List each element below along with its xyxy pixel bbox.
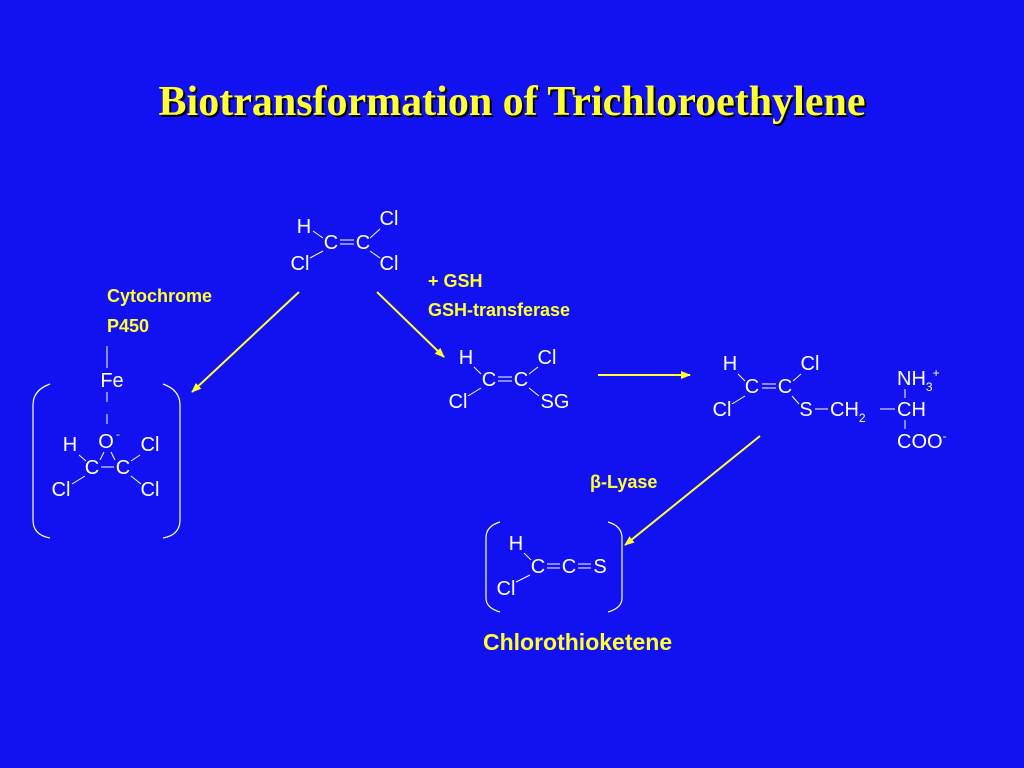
bond-line xyxy=(369,228,381,239)
atom-coo-minus: COO- xyxy=(897,429,947,453)
atom-c: C xyxy=(745,376,759,398)
coo-text: COO xyxy=(897,431,943,453)
atom-ch2: CH2 xyxy=(830,399,866,425)
atom-cl: Cl xyxy=(801,353,820,375)
atom-c: C xyxy=(324,232,338,254)
atom-cl: Cl xyxy=(52,479,71,501)
atom-cl: Cl xyxy=(380,253,399,275)
lyase-text: -Lyase xyxy=(601,472,657,492)
atom-c: C xyxy=(482,369,496,391)
atom-c: C xyxy=(562,556,576,578)
beta-symbol: β xyxy=(590,472,601,492)
atom-h: H xyxy=(509,533,523,555)
atom-sg: SG xyxy=(541,391,570,413)
bond-line xyxy=(130,454,141,462)
gsh-label: + GSH xyxy=(428,271,483,291)
atom-c: C xyxy=(85,457,99,479)
atom-cl: Cl xyxy=(449,391,468,413)
charge-minus: - xyxy=(943,429,947,443)
bond-line xyxy=(71,475,86,485)
fe-oxo-intermediate-structure: Fe O - H Cl C C Cl Cl xyxy=(32,346,181,539)
bond-line xyxy=(791,395,800,405)
ch-text: CH xyxy=(830,399,859,421)
arrow-cytochrome xyxy=(191,291,300,393)
atom-s: S xyxy=(593,556,606,578)
atom-h: H xyxy=(297,216,311,238)
atom-fe: Fe xyxy=(100,370,123,392)
beta-lyase-label: β-Lyase xyxy=(590,472,657,492)
atom-h: H xyxy=(459,347,473,369)
atom-cl: Cl xyxy=(380,208,399,230)
bond-line xyxy=(99,451,105,461)
bond-line xyxy=(523,552,532,561)
right-bracket xyxy=(162,383,181,539)
atom-cl: Cl xyxy=(713,399,732,421)
bond-line xyxy=(78,454,87,462)
arrow-gsh xyxy=(376,291,445,358)
glutathione-conjugate-structure: H Cl C C Cl SG xyxy=(449,347,570,413)
gsh-transferase-label: GSH-transferase xyxy=(428,300,570,320)
charge-plus: + xyxy=(933,366,940,380)
atom-c: C xyxy=(116,457,130,479)
cytochrome-label: Cytochrome xyxy=(107,286,212,306)
bond-line xyxy=(130,475,142,485)
charge-minus: - xyxy=(116,427,120,441)
bond-line xyxy=(467,387,482,397)
atom-h: H xyxy=(723,353,737,375)
left-bracket xyxy=(485,521,501,613)
subscript-two: 2 xyxy=(859,411,866,425)
bond-line xyxy=(312,230,324,239)
chlorothioketene-label: Chlorothioketene xyxy=(483,629,672,655)
atom-cl: Cl xyxy=(141,479,160,501)
bond-line xyxy=(731,395,746,405)
atom-c: C xyxy=(356,232,370,254)
trichloroethylene-structure: H Cl C C Cl Cl xyxy=(291,208,399,275)
p450-label: P450 xyxy=(107,316,149,336)
arrow-lyase xyxy=(624,435,761,546)
right-bracket xyxy=(607,521,623,613)
bond-line xyxy=(737,373,746,382)
nh-text: NH xyxy=(897,368,926,390)
atom-o: O xyxy=(98,431,114,453)
slide-title: Biotransformation of Trichloroethylene xyxy=(158,79,866,125)
bond-line xyxy=(473,366,482,375)
bond-line xyxy=(528,366,539,375)
atom-h: H xyxy=(63,434,77,456)
atom-c: C xyxy=(531,556,545,578)
bond-line xyxy=(110,451,116,461)
bond-line xyxy=(792,373,802,382)
atom-s: S xyxy=(799,399,812,421)
subscript-three: 3 xyxy=(926,380,933,394)
atom-c: C xyxy=(778,376,792,398)
cysteine-conjugate-structure: H Cl C C Cl S CH2 CH NH3+ COO- xyxy=(713,353,947,453)
atom-nh3-plus: NH3+ xyxy=(897,366,940,394)
chlorothioketene-structure: H C C S Cl xyxy=(485,521,623,613)
atom-cl: Cl xyxy=(538,347,557,369)
bond-line xyxy=(528,387,540,397)
atom-ch: CH xyxy=(897,399,926,421)
left-bracket xyxy=(32,383,51,539)
atom-cl: Cl xyxy=(497,578,516,600)
atom-c: C xyxy=(514,369,528,391)
bond-line xyxy=(309,250,324,259)
bond-line xyxy=(515,574,531,583)
atom-cl: Cl xyxy=(141,434,160,456)
atom-cl: Cl xyxy=(291,253,310,275)
bond-line xyxy=(369,250,381,259)
